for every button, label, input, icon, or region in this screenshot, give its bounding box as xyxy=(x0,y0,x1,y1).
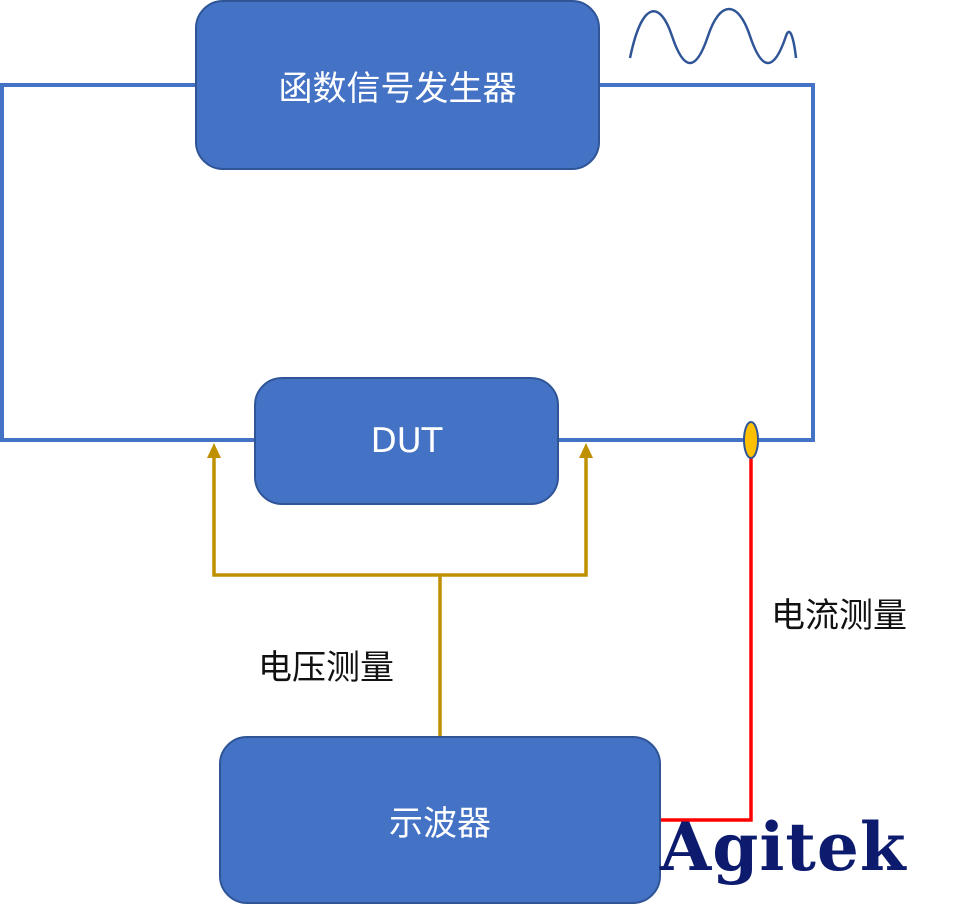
oscilloscope-block: 示波器 xyxy=(219,736,661,904)
current-measurement-label: 电流测量 xyxy=(771,596,907,636)
voltage-lead-right xyxy=(440,455,588,577)
voltage-lead-left xyxy=(212,455,440,577)
function-generator-label: 函数信号发生器 xyxy=(278,68,517,109)
sine-wave-icon xyxy=(628,7,798,65)
agitek-logo: Agitek xyxy=(660,808,907,886)
arrow-up-icon xyxy=(207,443,221,458)
oscilloscope-label: 示波器 xyxy=(389,803,491,844)
current-probe-icon xyxy=(743,421,759,459)
dut-label: DUT xyxy=(370,421,443,461)
circuit-wire-left xyxy=(0,83,254,442)
circuit-wire-right xyxy=(559,83,815,442)
voltage-measurement-label: 电压测量 xyxy=(258,648,394,688)
current-lead xyxy=(661,455,753,822)
dut-block: DUT xyxy=(254,377,559,505)
arrow-up-icon xyxy=(579,443,593,458)
function-generator-block: 函数信号发生器 xyxy=(195,0,600,170)
